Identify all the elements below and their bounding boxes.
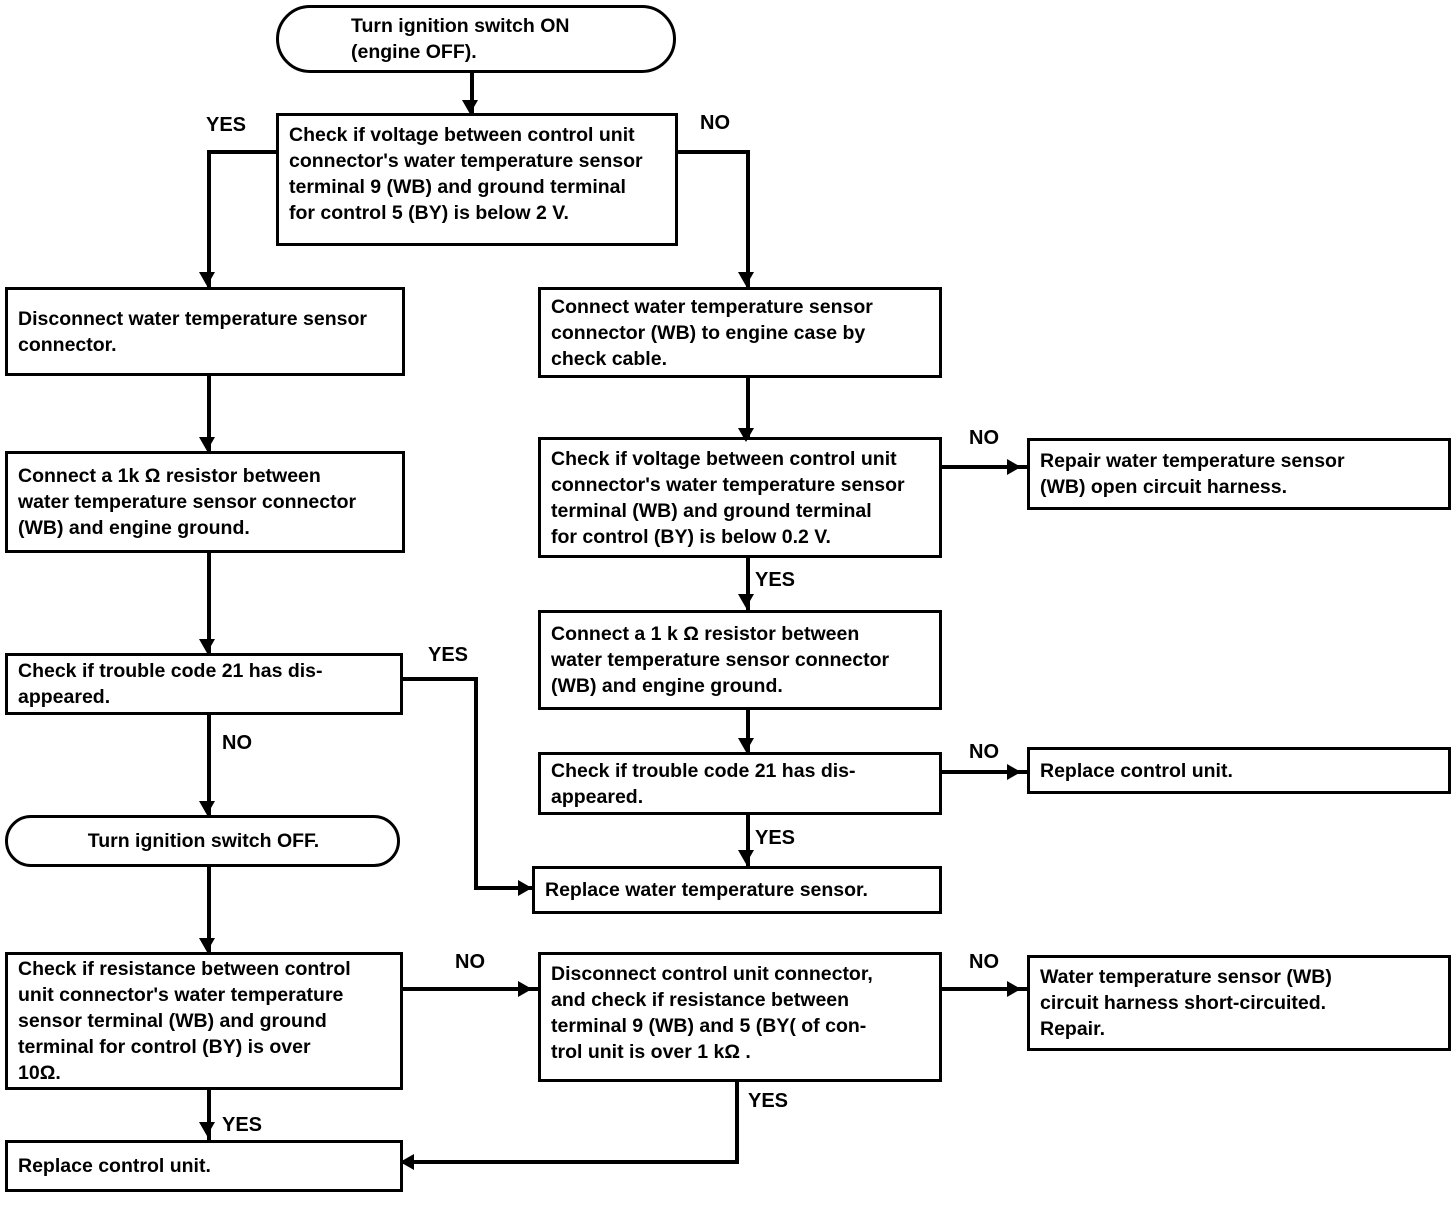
connector-1k-mid-to-code21-mid [746, 709, 750, 752]
arrowhead-yes-left [199, 272, 215, 286]
arrowhead-engine-case-to-voltage02 [738, 428, 754, 442]
branch-label-no-short-circuit: NO [969, 951, 999, 973]
branch-label-no-main-right: NO [700, 112, 730, 134]
arrowhead-resistance-no [518, 981, 532, 997]
node-start-turn-ignition-on: Turn ignition switch ON (engine OFF). [276, 5, 676, 73]
branch-label-no-to-disconnect-cu: NO [455, 951, 485, 973]
arrowhead-disconnect-cu-yes [400, 1154, 414, 1170]
connector-resistance-yes-to-replace-cu [207, 1090, 211, 1140]
connector-engine-case-to-voltage02 [746, 376, 750, 444]
branch-label-no-replace-cu-right: NO [969, 741, 999, 763]
connector-voltage02-yes-to-1k-mid [746, 556, 750, 610]
node-turn-ignition-switch-off: Turn ignition switch OFF. [5, 815, 400, 867]
branch-label-no-code21-left: NO [222, 732, 252, 754]
branch-label-yes-to-1k-mid: YES [755, 569, 796, 591]
arrowhead-disconnect-cu-no [1007, 981, 1021, 997]
connector-no-right-horizontal [678, 150, 750, 154]
arrowhead-no-right [738, 272, 754, 286]
connector-start-to-check-voltage [470, 73, 474, 115]
arrowhead-code21-mid-yes [738, 850, 754, 864]
node-check-trouble-code-21-mid: Check if trouble code 21 has dis- appear… [538, 752, 942, 815]
node-repair-open-circuit-harness: Repair water temperature sensor (WB) ope… [1027, 438, 1451, 510]
connector-code21-no-to-ignition-off [207, 710, 211, 815]
node-connect-1k-resistor-mid: Connect a 1 k Ω resistor between water t… [538, 610, 942, 710]
node-check-voltage-below-02v: Check if voltage between control unit co… [538, 437, 942, 558]
arrowhead-resistance-yes [199, 1122, 215, 1136]
node-connect-1k-resistor-left: Connect a 1k Ω resistor between water te… [5, 451, 405, 553]
connector-code21-yes-into-replace-sensor [474, 886, 532, 890]
arrowhead-code21-mid-no [1007, 764, 1021, 780]
branch-label-yes-resistance-left: YES [222, 1114, 263, 1136]
connector-yes-left-vertical [207, 150, 211, 287]
connector-code21-yes-vertical [474, 677, 478, 890]
connector-yes-left-horizontal [207, 150, 279, 154]
connector-1k-to-code21-left [207, 553, 211, 653]
connector-no-right-vertical [746, 150, 750, 287]
connector-disconnect-to-1k [207, 376, 211, 451]
arrowhead-1k-mid-to-code21-mid [738, 738, 754, 752]
arrowhead-start-to-check-voltage [462, 100, 478, 114]
branch-label-yes-main-left: YES [206, 114, 247, 136]
connector-disconnect-cu-yes-vertical [735, 1082, 739, 1164]
connector-disconnect-cu-yes-horizontal [400, 1160, 739, 1164]
node-replace-water-temperature-sensor: Replace water temperature sensor. [532, 866, 942, 914]
node-check-voltage-main: Check if voltage between control unit co… [276, 113, 678, 246]
node-disconnect-cu-check-resistance: Disconnect control unit connector, and c… [538, 952, 942, 1082]
node-connect-sensor-to-engine-case: Connect water temperature sensor connect… [538, 287, 942, 378]
arrowhead-voltage02-no [1007, 459, 1021, 475]
arrowhead-1k-to-code21-left [199, 639, 215, 653]
branch-label-yes-disconnect-cu: YES [748, 1090, 789, 1112]
branch-label-yes-replace-sensor: YES [755, 827, 796, 849]
arrowhead-code21-yes-to-replace-sensor [518, 880, 532, 896]
arrowhead-code21-no-to-ignition-off [199, 801, 215, 815]
node-replace-control-unit-right: Replace control unit. [1027, 747, 1451, 794]
branch-label-yes-code21-left: YES [428, 644, 469, 666]
node-replace-control-unit-bottom-left: Replace control unit. [5, 1140, 403, 1192]
arrowhead-disconnect-to-1k [199, 437, 215, 451]
connector-ignition-off-to-resistance [207, 864, 211, 952]
node-short-circuit-repair: Water temperature sensor (WB) circuit ha… [1027, 955, 1451, 1051]
branch-label-no-open-harness: NO [969, 427, 999, 449]
node-disconnect-water-temp-sensor-connector: Disconnect water temperature sensor conn… [5, 287, 405, 376]
arrowhead-ignition-off-to-resistance [199, 938, 215, 952]
connector-code21-mid-yes-to-replace-sensor [746, 814, 750, 866]
arrowhead-voltage02-yes [738, 594, 754, 608]
connector-code21-mid-no-horizontal [942, 770, 1027, 774]
connector-disconnect-cu-no-horizontal [942, 987, 1027, 991]
connector-voltage02-no-horizontal [942, 465, 1027, 469]
connector-resistance-no-horizontal [401, 987, 538, 991]
node-check-trouble-code-21-left: Check if trouble code 21 has dis- appear… [5, 653, 403, 715]
connector-code21-yes-horizontal [401, 677, 478, 681]
node-check-resistance-left: Check if resistance between control unit… [5, 952, 403, 1090]
